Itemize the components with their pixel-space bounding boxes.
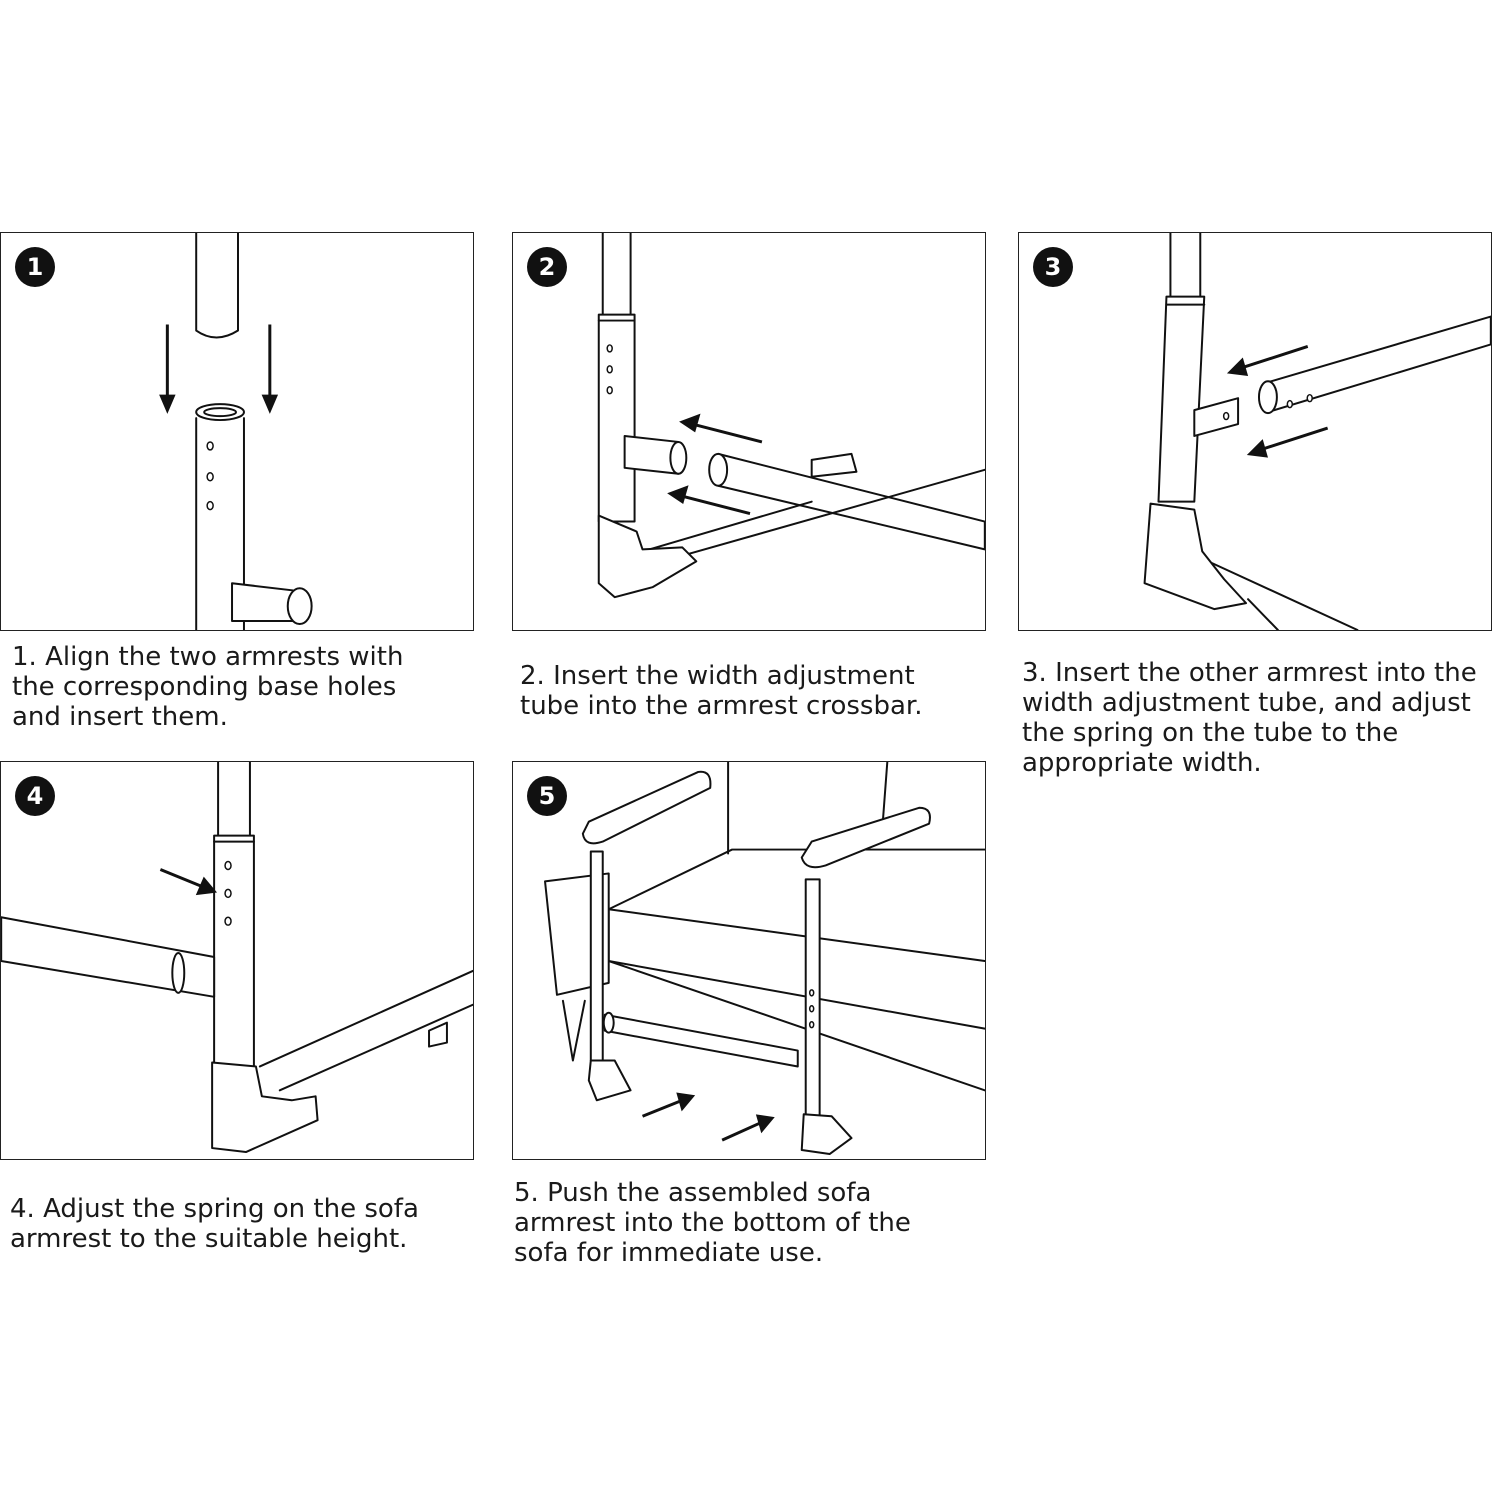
step-4-illustration — [1, 762, 473, 1154]
step-1-number: 1 — [15, 247, 55, 287]
step-1-illustration — [159, 233, 313, 630]
step-5-number: 5 — [527, 776, 567, 816]
arrow-right-icon — [641, 1092, 696, 1118]
step-1-caption: 1. Align the two armrests with the corre… — [12, 642, 404, 732]
arrow-left-icon — [679, 413, 763, 444]
step-3-panel: 3 — [1018, 232, 1492, 631]
arrow-left-icon — [1246, 426, 1329, 458]
step-1-panel: 1 — [0, 232, 474, 631]
arrow-left-icon — [1226, 345, 1309, 377]
step-3-number: 3 — [1033, 247, 1073, 287]
step-2-number: 2 — [527, 247, 567, 287]
step-5-illustration — [544, 762, 985, 1156]
arrow-left-icon — [667, 485, 751, 516]
step-3-caption: 3. Insert the other armrest into the wid… — [1022, 658, 1477, 778]
step-2-illustration — [597, 233, 985, 599]
step-3-illustration — [1143, 233, 1491, 630]
arrow-down-icon — [159, 324, 176, 414]
arrow-down-icon — [261, 324, 279, 414]
step-2-caption: 2. Insert the width adjustment tube into… — [520, 661, 923, 721]
step-5-panel: 5 — [512, 761, 986, 1160]
step-4-number: 4 — [15, 776, 55, 816]
arrow-right-icon — [159, 868, 218, 896]
step-4-caption: 4. Adjust the spring on the sofa armrest… — [10, 1194, 419, 1254]
step-4-panel: 4 — [0, 761, 474, 1160]
step-5-caption: 5. Push the assembled sofa armrest into … — [514, 1178, 911, 1268]
step-2-panel: 2 — [512, 232, 986, 631]
arrow-right-icon — [721, 1114, 775, 1142]
